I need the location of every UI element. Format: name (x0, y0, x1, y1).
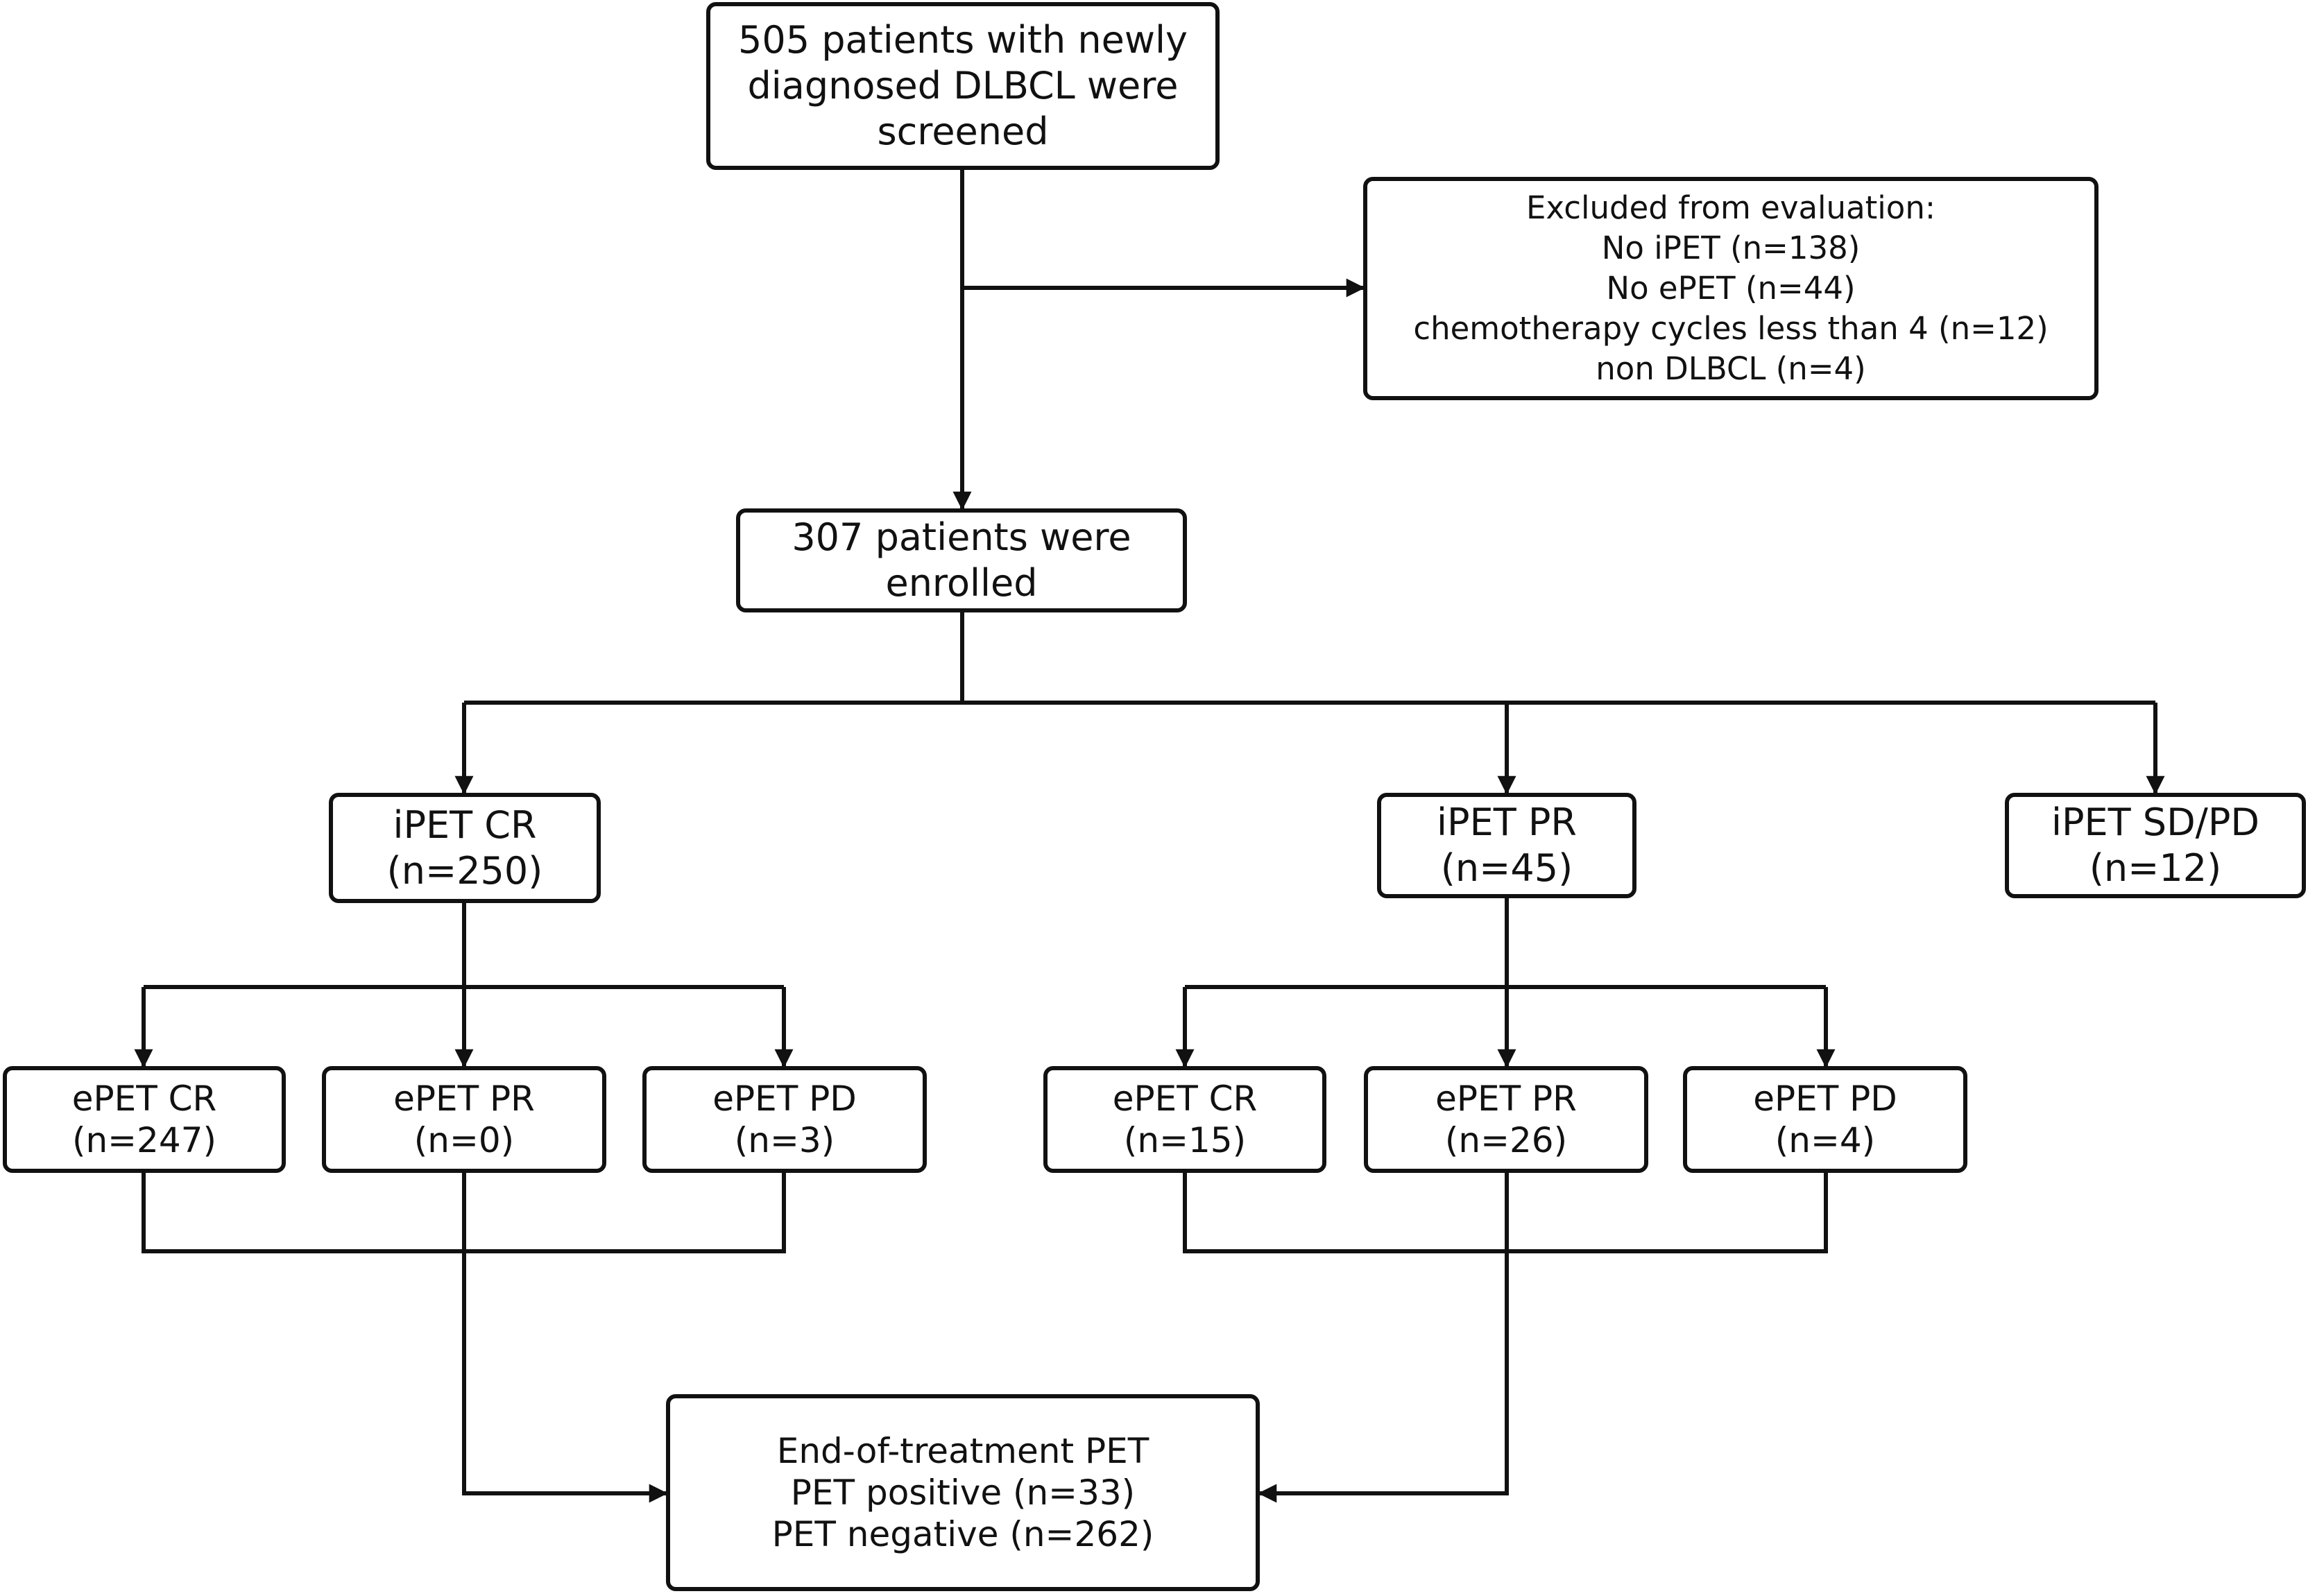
screened-line-2: diagnosed DLBCL were (747, 64, 1179, 108)
excluded-line-no-ipet: No iPET (n=138) (1601, 230, 1861, 266)
screened-line-1: 505 patients with newly (738, 18, 1188, 62)
pr-epet-cr-count: (n=15) (1123, 1120, 1247, 1160)
cr-epet-pd-box: ePET PD (n=3) (642, 1066, 927, 1173)
ipet-cr-box: iPET CR (n=250) (329, 793, 601, 903)
cr-epet-cr-label: ePET CR (71, 1079, 217, 1119)
pr-epet-pr-box: ePET PR (n=26) (1364, 1066, 1648, 1173)
enrolled-line-1: 307 patients were (792, 515, 1131, 559)
eot-negative: PET negative (n=262) (771, 1514, 1154, 1554)
enrolled-line-2: enrolled (885, 561, 1038, 605)
pr-epet-cr-box: ePET CR (n=15) (1043, 1066, 1326, 1173)
eot-title: End-of-treatment PET (776, 1431, 1149, 1471)
end-of-treatment-box: End-of-treatment PET PET positive (n=33)… (666, 1394, 1260, 1591)
cr-epet-pd-label: ePET PD (712, 1079, 857, 1119)
pr-epet-pd-count: (n=4) (1775, 1120, 1876, 1160)
enrolled-box: 307 patients were enrolled (736, 508, 1187, 612)
ipet-pr-label: iPET PR (1437, 800, 1577, 844)
cr-epet-pr-label: ePET PR (393, 1079, 535, 1119)
cr-epet-cr-count: (n=247) (71, 1120, 217, 1160)
cr-epet-pr-box: ePET PR (n=0) (322, 1066, 606, 1173)
ipet-pr-count: (n=45) (1440, 846, 1573, 890)
excluded-line-non-dlbcl: non DLBCL (n=4) (1596, 350, 1866, 387)
eot-positive: PET positive (n=33) (790, 1473, 1136, 1513)
cr-epet-pr-count: (n=0) (413, 1120, 515, 1160)
excluded-heading: Excluded from evaluation: (1525, 189, 1936, 226)
pr-epet-pr-label: ePET PR (1435, 1079, 1577, 1119)
excluded-line-no-epet: No ePET (n=44) (1606, 270, 1856, 307)
connector-cr-group-to-eot (462, 1173, 668, 1503)
ipet-sdpd-label: iPET SD/PD (2051, 800, 2260, 844)
pr-epet-pd-box: ePET PD (n=4) (1683, 1066, 1967, 1173)
ipet-cr-label: iPET CR (393, 803, 537, 847)
cr-epet-cr-box: ePET CR (n=247) (3, 1066, 286, 1173)
excluded-box: Excluded from evaluation: No iPET (n=138… (1363, 177, 2098, 400)
cr-epet-pd-count: (n=3) (734, 1120, 835, 1160)
pr-epet-cr-label: ePET CR (1112, 1079, 1258, 1119)
ipet-pr-box: iPET PR (n=45) (1377, 793, 1636, 898)
pr-epet-pr-count: (n=26) (1444, 1120, 1568, 1160)
excluded-line-chemo-cycles: chemotherapy cycles less than 4 (n=12) (1413, 310, 2049, 347)
ipet-sdpd-count: (n=12) (2089, 846, 2222, 890)
screened-line-3: screened (877, 110, 1049, 153)
ipet-cr-count: (n=250) (386, 848, 543, 893)
pr-epet-pd-label: ePET PD (1753, 1079, 1897, 1119)
ipet-sdpd-box: iPET SD/PD (n=12) (2005, 793, 2306, 898)
connector-pr-group-to-eot (1258, 1173, 1509, 1503)
screened-box: 505 patients with newly diagnosed DLBCL … (706, 2, 1220, 170)
